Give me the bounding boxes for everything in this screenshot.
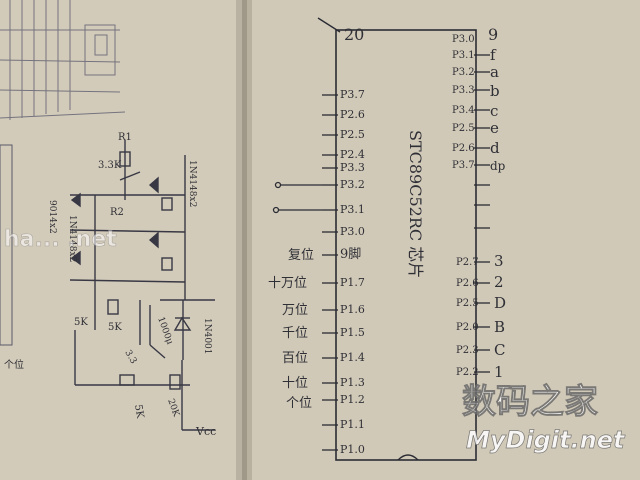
left-pin-5: P3.2: [340, 178, 365, 191]
gutter-line: [242, 0, 247, 480]
left-pin-14: P1.2: [340, 393, 365, 406]
left-pin-9: P1.7: [340, 276, 365, 289]
right-pin-12: P2.3: [456, 345, 479, 356]
right-pin-1: P3.1: [452, 50, 475, 61]
right-segment-labels: f a b c e d dp 3 2 D B C 1: [490, 46, 506, 381]
left-circuit: [69, 140, 215, 431]
ic-chip: 20 9 STC89C52RC 芯片: [317, 17, 498, 461]
ic-corner-mark: [317, 17, 341, 33]
label-hundreds: 百位: [282, 351, 308, 366]
left-pin-0: P3.7: [340, 88, 365, 101]
right-pin-6: P2.6: [452, 143, 475, 154]
digit-1: 1: [494, 363, 504, 381]
label-tens: 十位: [282, 376, 308, 391]
left-pin-1: P2.6: [340, 108, 365, 121]
left-pin-8: 9脚: [340, 246, 361, 262]
left-pin-13: P1.3: [340, 376, 365, 389]
right-pin-8: P2.7: [456, 257, 479, 268]
label-5k-b: 5K: [74, 317, 88, 328]
ic-notch: [397, 454, 419, 461]
label-thousands: 千位: [282, 326, 308, 341]
left-pin-7: P3.0: [340, 225, 365, 238]
left-pin-6: P3.1: [340, 203, 365, 216]
watermark-brand-en: MyDigit.net: [466, 426, 626, 454]
left-pin-10: P1.6: [340, 303, 365, 316]
right-pin-3: P3.3: [452, 85, 475, 96]
left-pin-labels: P3.7 P2.6 P2.5 P2.4 P3.3 P3.2 P3.1 P3.0 …: [340, 88, 365, 456]
label-hundred-thousands: 十万位: [268, 276, 307, 291]
ic-name: STC89C52RC 芯片: [406, 130, 425, 278]
pin-9-label: 9: [488, 25, 498, 44]
digit-D: D: [494, 294, 506, 312]
label-1n4001: 1N4001: [202, 318, 212, 355]
right-pin-11: P2.0: [456, 322, 479, 333]
right-pin-4: P3.4: [452, 105, 475, 116]
left-circuit-labels: R1 3.3K 1N4148x2 1N4148x2 9014x2 R2 5K 5…: [4, 132, 216, 438]
left-pin-11: P1.5: [340, 326, 365, 339]
left-pin-16: P1.0: [340, 443, 365, 456]
right-page: [245, 0, 640, 480]
seg-a: a: [490, 63, 499, 81]
left-pin-3: P2.4: [340, 148, 365, 161]
right-pin-ticks: [474, 54, 490, 373]
right-pin-10: P2.5: [456, 298, 479, 309]
label-reset: 复位: [288, 248, 314, 263]
right-pin-5: P2.5: [452, 123, 475, 134]
right-pin-0: P3.0: [452, 34, 475, 45]
seg-b: b: [490, 82, 500, 100]
right-pin-13: P2.2: [456, 367, 479, 378]
label-ge-wei-left: 个位: [4, 358, 24, 371]
left-pin-ticks: [272, 94, 338, 451]
label-ones: 个位: [286, 396, 312, 411]
digit-2: 2: [494, 273, 504, 291]
label-5k-c: 5K: [132, 404, 145, 420]
seg-f: f: [490, 46, 497, 64]
left-pin-4: P3.3: [340, 161, 365, 174]
label-diode-mid: 1N4148x2: [67, 215, 77, 262]
digit-3: 3: [494, 252, 504, 270]
label-diode-top: 1N4148x2: [187, 160, 197, 207]
seg-c: c: [490, 102, 498, 120]
label-r1: R1: [118, 132, 132, 143]
pin-20-label: 20: [344, 25, 364, 44]
left-pin-12: P1.4: [340, 351, 365, 364]
left-page: [0, 0, 245, 480]
watermark-brand-cn: 数码之家: [462, 382, 598, 422]
watermark-top: ha... .net: [4, 227, 118, 253]
right-pin-labels: P3.0 P3.1 P3.2 P3.3 P3.4 P2.5 P2.6 P3.7 …: [452, 34, 479, 378]
label-r2: R2: [110, 207, 124, 218]
left-function-labels: 复位 十万位 万位 千位 百位 十位 个位: [268, 248, 314, 411]
digit-B: B: [494, 318, 505, 336]
ic-outline: [335, 29, 477, 461]
left-pin-15: P1.1: [340, 418, 365, 431]
left-edge-box: [0, 144, 13, 346]
digit-C: C: [494, 341, 505, 359]
label-9014: 9014x2: [47, 200, 57, 234]
left-pin-2: P2.5: [340, 128, 365, 141]
watermark-brand: 数码之家 MyDigit.net: [462, 382, 627, 455]
seg-d: d: [490, 139, 500, 157]
label-vcc: Vcc: [195, 425, 216, 438]
top-left-grid-drawing: [0, 0, 126, 120]
watermark-top-text: ha... .net: [4, 227, 117, 252]
label-5k-a: 5K: [108, 322, 122, 333]
right-pin-9: P2.6: [456, 278, 479, 289]
label-ten-thousands: 万位: [282, 303, 308, 318]
seg-e: e: [490, 119, 499, 137]
right-pin-7: P3.7: [452, 160, 475, 171]
label-3k3: 3.3K: [98, 160, 122, 171]
seg-dp: dp: [490, 159, 506, 173]
right-pin-2: P3.2: [452, 67, 475, 78]
